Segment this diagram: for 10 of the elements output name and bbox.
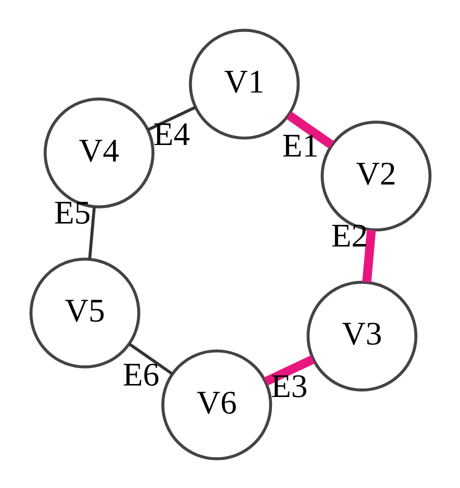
connector (286, 111, 334, 148)
node-circle: V6 (160, 348, 272, 460)
connector (362, 229, 376, 282)
edge-label: E4 (152, 116, 190, 152)
node-circle: V3 (306, 280, 417, 392)
connector (147, 106, 196, 130)
connector (128, 342, 172, 375)
connector (263, 354, 314, 386)
connector (88, 206, 96, 258)
edge-label: E3 (270, 368, 308, 404)
